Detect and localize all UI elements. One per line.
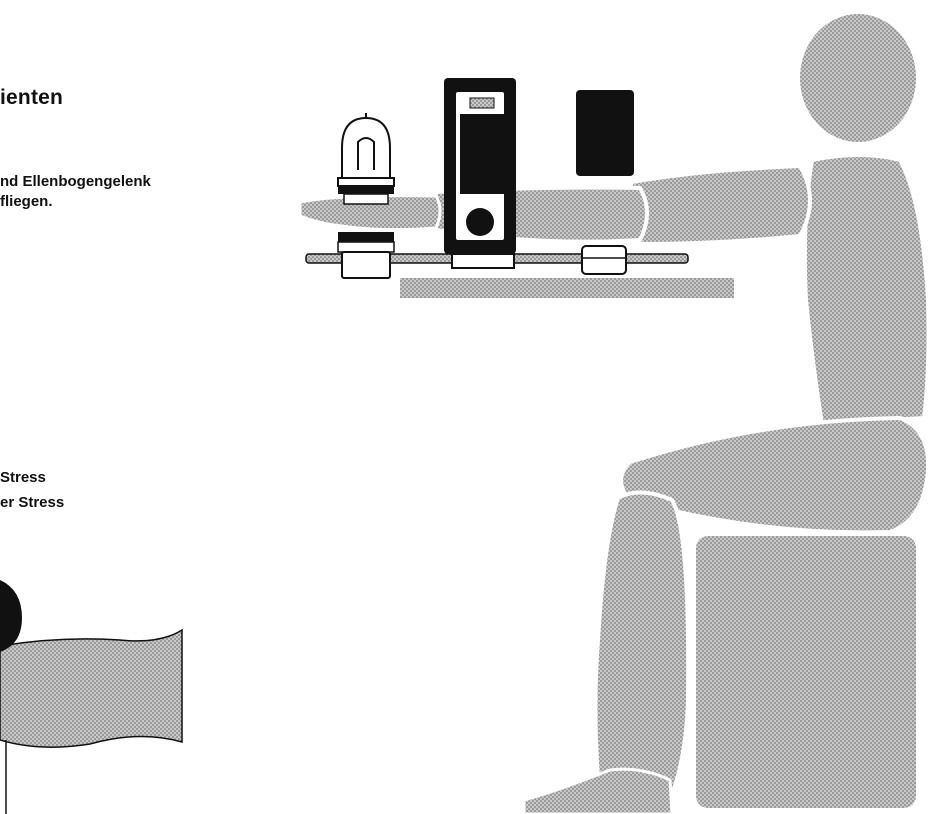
forearm-clamp-icon bbox=[581, 245, 627, 275]
stress-label-2: er Stress bbox=[0, 494, 65, 511]
seated-person-icon bbox=[298, 10, 931, 814]
chair-icon bbox=[692, 532, 920, 812]
table-top-icon bbox=[400, 278, 734, 298]
description-text: nd Ellenbogengelenk fliegen. bbox=[0, 172, 151, 212]
arm-cuff-sensor-icon bbox=[0, 580, 183, 814]
diagram-heading: ienten bbox=[0, 86, 64, 109]
black-card-holder-icon bbox=[576, 90, 634, 176]
stress-labels: Stress er Stress bbox=[0, 465, 64, 515]
timer-device-icon bbox=[444, 78, 516, 269]
description-line-1: nd Ellenbogengelenk bbox=[0, 173, 151, 190]
description-line-2: fliegen. bbox=[0, 193, 53, 210]
light-bulb-lamp-icon bbox=[337, 113, 395, 279]
stress-label-1: Stress bbox=[0, 469, 46, 486]
